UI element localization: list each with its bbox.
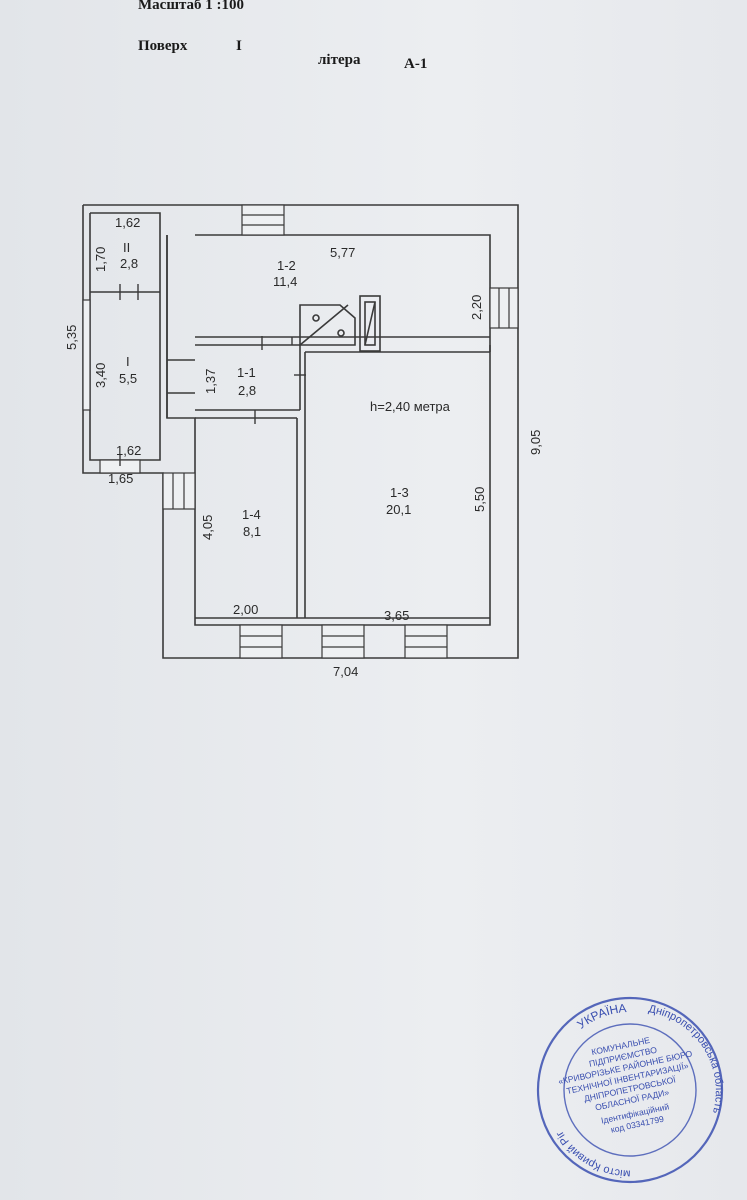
floor-value: I: [236, 38, 242, 54]
room-11-id: 1-1: [237, 365, 256, 380]
inner-wall: [166, 234, 491, 626]
window: [489, 287, 519, 329]
letter-label: літера: [318, 52, 361, 68]
dim-left-total: 5,35: [64, 325, 79, 350]
scale-label: Масштаб 1 :100: [138, 0, 245, 13]
room-i-area: 5,5: [119, 371, 137, 386]
room-ii-id: II: [123, 240, 130, 255]
room-12-area: 11,4: [273, 274, 297, 289]
dim-room-13-height: 5,50: [472, 487, 487, 512]
dim-room-12-width: 5,77: [330, 245, 355, 260]
height-note: h=2,40 метра: [370, 399, 451, 414]
room-12-id: 1-2: [277, 258, 296, 273]
window: [404, 624, 448, 659]
room-14-area: 8,1: [243, 524, 261, 539]
letter-value: А-1: [404, 56, 428, 72]
room-ii-area: 2,8: [120, 256, 138, 271]
dim-bottom-left-inner: 1,62: [116, 443, 141, 458]
chimney-fixture: [359, 295, 381, 352]
window: [321, 624, 365, 659]
dim-room-ii-height: 1,70: [93, 247, 108, 272]
dim-room-11-height: 1,37: [203, 369, 218, 394]
dim-room-12-height: 2,20: [469, 295, 484, 320]
dim-room-14-height: 4,05: [200, 515, 215, 540]
room-i-id: I: [126, 354, 130, 369]
dim-right-total: 9,05: [528, 430, 543, 455]
dim-room-13-width: 3,65: [384, 608, 409, 623]
room-14-id: 1-4: [242, 507, 261, 522]
room-13-id: 1-3: [390, 485, 409, 500]
room-13-area: 20,1: [386, 502, 411, 517]
window: [82, 299, 91, 411]
dim-room-14-width: 2,00: [233, 602, 258, 617]
outer-wall: [82, 204, 519, 659]
floor-label: Поверх: [138, 38, 188, 54]
stove-fixture: [299, 304, 356, 346]
room-11-area: 2,8: [238, 383, 256, 398]
dim-bottom-left-outer: 1,65: [108, 471, 133, 486]
official-stamp: УКРАЇНА місто Кривий Ріг Дніпропетровськ…: [536, 991, 732, 1193]
dim-bottom-total: 7,04: [333, 664, 358, 679]
dim-room-i-height: 3,40: [93, 363, 108, 388]
window: [162, 472, 196, 510]
window: [239, 624, 283, 659]
dim-top-left-width: 1,62: [115, 215, 140, 230]
stamp-ring-top: УКРАЇНА: [572, 1000, 630, 1033]
window: [241, 204, 285, 236]
